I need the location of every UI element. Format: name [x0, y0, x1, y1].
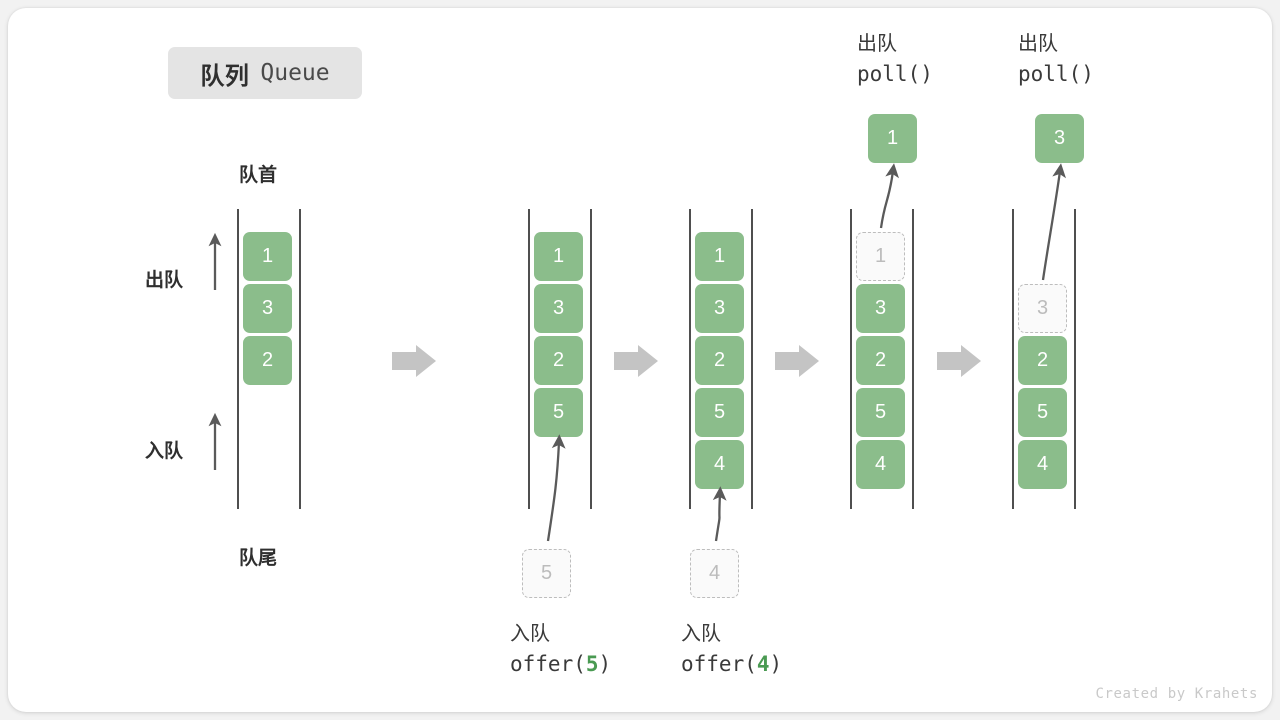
- queue-cell-after-offer-5-1: 1: [534, 232, 583, 281]
- incoming-cell-after-offer-4: 4: [690, 549, 739, 598]
- operation-label-code-1: offer(4): [681, 652, 783, 676]
- queue-cell-after-offer-4-2: 2: [695, 336, 744, 385]
- motion-arrow: [1041, 163, 1066, 281]
- queue-tail-label: 队尾: [239, 548, 278, 569]
- rail-right-after-poll-3: [1074, 209, 1076, 509]
- step-arrow-2: [775, 345, 819, 377]
- operation-argument-1: 4: [756, 652, 770, 676]
- operation-label-cn-1: 入队: [681, 623, 721, 645]
- motion-arrow: [712, 486, 727, 542]
- queue-cell-after-poll-3-5: 5: [1018, 388, 1067, 437]
- queue-cell-after-poll-1-4: 4: [856, 440, 905, 489]
- queue-cell-initial-queue-1: 1: [243, 232, 292, 281]
- operation-label-1: 入队 offer(4): [681, 620, 782, 679]
- queue-cell-after-poll-1-2: 2: [856, 336, 905, 385]
- popped-cell-after-poll-3: 3: [1035, 114, 1084, 163]
- operation-label-2: 出队 poll(): [857, 30, 933, 89]
- dequeue-direction-label: 出队: [145, 270, 184, 291]
- step-arrow-1: [614, 345, 658, 377]
- rail-left-after-offer-4: [689, 209, 691, 509]
- queue-head-label: 队首: [239, 165, 278, 186]
- operation-label-cn-2: 出队: [857, 33, 897, 55]
- queue-cell-after-poll-1-5: 5: [856, 388, 905, 437]
- motion-arrow: [546, 434, 566, 542]
- operation-argument-0: 5: [585, 652, 599, 676]
- title-en: Queue: [260, 60, 330, 86]
- motion-arrows: [546, 163, 1066, 542]
- rail-right-after-offer-5: [590, 209, 592, 509]
- queue-cell-after-offer-4-4: 4: [695, 440, 744, 489]
- queue-cell-after-offer-4-5: 5: [695, 388, 744, 437]
- queue-cell-initial-queue-2: 2: [243, 336, 292, 385]
- operation-label-code-2: poll(): [857, 62, 933, 86]
- ghost-cell-after-poll-3-3: 3: [1018, 284, 1067, 333]
- rail-right-initial-queue: [299, 209, 301, 509]
- operation-label-code-0: offer(5): [510, 652, 612, 676]
- title-cn: 队列: [200, 62, 250, 90]
- motion-arrow: [879, 163, 899, 229]
- rail-left-after-poll-3: [1012, 209, 1014, 509]
- operation-label-0: 入队 offer(5): [510, 620, 611, 679]
- ghost-cell-after-poll-1-1: 1: [856, 232, 905, 281]
- popped-cell-after-poll-1: 1: [868, 114, 917, 163]
- incoming-cell-after-offer-5: 5: [522, 549, 571, 598]
- queue-cell-after-offer-4-1: 1: [695, 232, 744, 281]
- queue-cell-after-poll-3-4: 4: [1018, 440, 1067, 489]
- enqueue-direction-label: 入队: [145, 441, 184, 462]
- queue-cell-initial-queue-3: 3: [243, 284, 292, 333]
- queue-cell-after-poll-1-3: 3: [856, 284, 905, 333]
- title-badge: 队列 Queue: [168, 47, 362, 99]
- queue-cell-after-offer-5-5: 5: [534, 388, 583, 437]
- rail-right-after-offer-4: [751, 209, 753, 509]
- queue-cell-after-offer-5-2: 2: [534, 336, 583, 385]
- step-arrow-3: [937, 345, 981, 377]
- queue-cell-after-offer-5-3: 3: [534, 284, 583, 333]
- operation-label-cn-3: 出队: [1018, 33, 1058, 55]
- step-arrow-0: [392, 345, 436, 377]
- operation-label-cn-0: 入队: [510, 623, 550, 645]
- operation-label-3: 出队 poll(): [1018, 30, 1094, 89]
- watermark: Created by Krahets: [1095, 686, 1258, 702]
- arrow-overlay: [208, 163, 1066, 542]
- rail-right-after-poll-1: [912, 209, 914, 509]
- queue-cell-after-poll-3-2: 2: [1018, 336, 1067, 385]
- operation-label-code-3: poll(): [1018, 62, 1094, 86]
- rail-left-after-poll-1: [850, 209, 852, 509]
- queue-cell-after-offer-4-3: 3: [695, 284, 744, 333]
- rail-left-initial-queue: [237, 209, 239, 509]
- rail-left-after-offer-5: [528, 209, 530, 509]
